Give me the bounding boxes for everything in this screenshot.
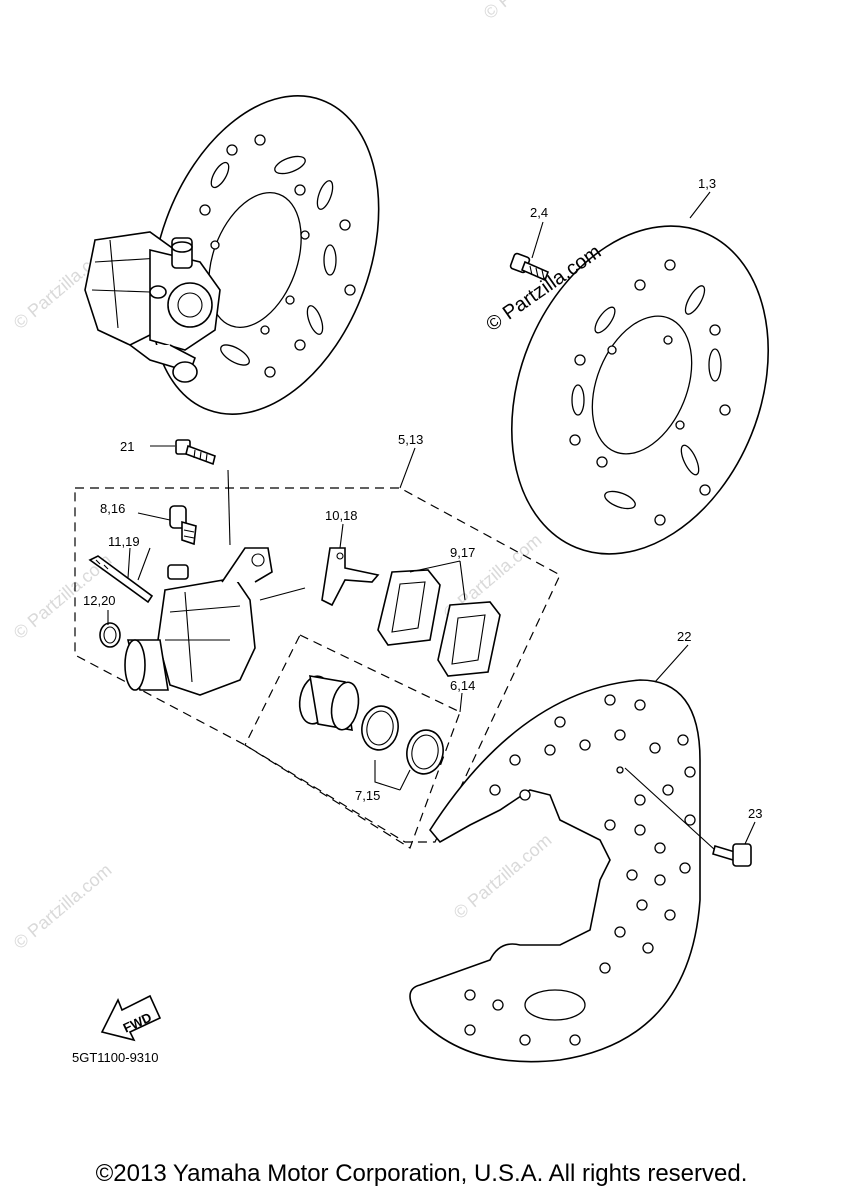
callout-8-16: 8,16: [100, 501, 125, 516]
assembled-brake-view: [84, 95, 380, 415]
callout-labels: 1,3 2,4 21 5,13 8,16 10,18 11,19 9,17 12…: [83, 176, 762, 821]
leader-lines: [107, 191, 756, 845]
callout-5-13: 5,13: [398, 432, 423, 447]
callout-2-4: 2,4: [530, 205, 548, 220]
callout-22: 22: [677, 629, 691, 644]
watermark-faint-6: © Partzilla.com: [480, 0, 586, 23]
bolt-2-4: [509, 252, 550, 282]
watermark-faint-5: © Partzilla.com: [450, 830, 556, 923]
callout-7-15: 7,15: [355, 788, 380, 803]
bolt-21: [175, 439, 231, 546]
brake-pads-9-17: [377, 569, 501, 677]
bleeder-8-16: [169, 505, 197, 546]
fwd-arrow-icon: FWD: [100, 994, 162, 1042]
callout-1-3: 1,3: [698, 176, 716, 191]
callout-6-14: 6,14: [450, 678, 475, 693]
pad-spring-10-18: [321, 547, 380, 607]
watermark-faint-3: © Partzilla.com: [10, 860, 116, 953]
caliper-exploded-group: [74, 439, 561, 849]
callout-12-20: 12,20: [83, 593, 116, 608]
piston-and-seals: [298, 675, 444, 775]
disc-guard-22: [409, 679, 701, 1063]
callout-9-17: 9,17: [450, 545, 475, 560]
copyright-notice: ©2013 Yamaha Motor Corporation, U.S.A. A…: [95, 1160, 748, 1187]
pin-11-19: [88, 555, 154, 604]
brake-disc-1-3: [511, 225, 769, 555]
diagram-code: 5GT1100-9310: [72, 1050, 159, 1065]
callout-21: 21: [120, 439, 134, 454]
callout-11-19: 11,19: [108, 534, 140, 549]
disc-holes-top: [199, 134, 356, 378]
bolt-23: [624, 767, 752, 867]
callout-23: 23: [748, 806, 762, 821]
callout-10-18: 10,18: [325, 508, 358, 523]
